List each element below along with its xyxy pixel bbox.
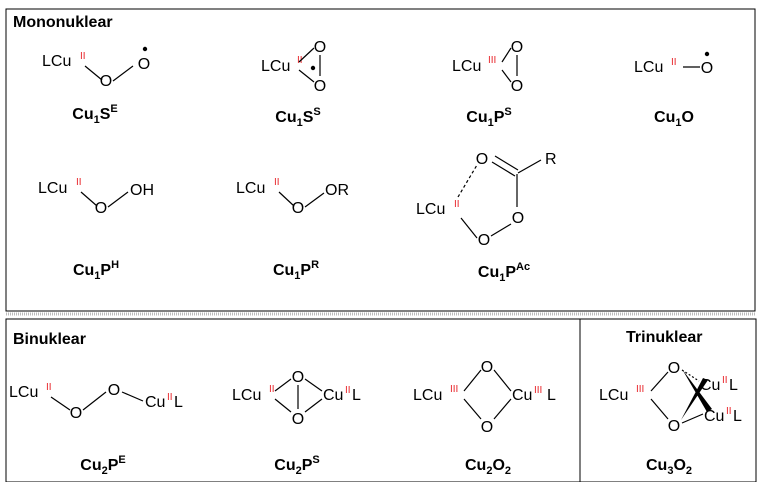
svg-text:O: O [481,419,493,436]
svg-text:O: O [668,360,680,377]
svg-text:O: O [481,359,493,376]
svg-text:LCu: LCu [236,180,265,197]
svg-text:LCu: LCu [634,59,663,76]
label-cu3o2: Cu3O2 [646,457,692,477]
svg-text:O: O [478,232,490,249]
label-cu1se: Cu1SE [72,103,117,126]
wedge-bond [681,378,708,420]
structure-cu1o: LCu II O [634,51,713,77]
svg-text:R: R [545,151,557,168]
mononuclear-panel [5,8,756,312]
svg-text:II: II [671,57,677,68]
svg-text:O: O [701,60,713,77]
svg-text:O: O [511,39,523,56]
svg-text:O: O [292,411,304,428]
structure-cu1pac: O R O O LCu II [416,151,557,249]
svg-text:O: O [314,78,326,95]
svg-text:LCu: LCu [452,58,481,75]
structure-cu1ps: LCu III O O [452,39,523,95]
svg-text:LCu: LCu [42,53,71,70]
svg-text:LCu: LCu [9,384,38,401]
svg-text:III: III [488,55,496,66]
label-cu1o: Cu1O [654,109,694,129]
label-cu1ps: Cu1PS [466,106,511,129]
label-cu2ps: Cu2PS [274,454,319,477]
svg-text:II: II [722,375,728,386]
svg-text:LCu: LCu [416,201,445,218]
svg-text:Cu: Cu [700,377,720,394]
svg-text:LCu: LCu [232,387,261,404]
svg-text:OR: OR [325,182,349,199]
binuclear-title: Binuklear [13,331,86,348]
radical-dot [704,51,710,57]
svg-text:O: O [511,78,523,95]
svg-text:O: O [108,382,120,399]
svg-text:L: L [733,408,742,425]
trinuclear-panel [579,318,757,482]
svg-text:L: L [547,387,556,404]
svg-text:III: III [450,384,458,395]
label-cu2pe: Cu2PE [80,454,125,477]
svg-text:Cu: Cu [145,394,165,411]
radical-dot [142,46,148,52]
svg-text:Cu: Cu [512,387,532,404]
label-cu1ph: Cu1PH [73,259,119,282]
svg-text:II: II [167,392,173,403]
svg-text:II: II [345,385,351,396]
svg-text:III: III [534,385,542,396]
svg-text:LCu: LCu [413,387,442,404]
wedge-bond [682,369,712,412]
structure-cu2ps: LCu II O O Cu II L [232,369,361,428]
structure-cu1ph: LCu II O OH [38,177,154,217]
svg-text:II: II [274,177,280,188]
svg-text:OH: OH [130,182,154,199]
structure-cu1ss: LCu II O O [261,39,326,95]
svg-text:O: O [292,200,304,217]
mononuclear-title: Mononuklear [13,14,113,31]
svg-text:O: O [70,405,82,422]
label-cu2o2: Cu2O2 [465,457,511,477]
svg-text:Cu: Cu [323,387,343,404]
svg-text:O: O [476,151,488,168]
radical-dot [310,65,316,71]
structure-cu1se: LCu II O O [42,46,150,90]
svg-text:LCu: LCu [599,387,628,404]
svg-text:L: L [729,377,738,394]
dashed-coordination-bond [457,164,478,198]
label-cu1ss: Cu1SS [275,106,320,129]
structure-cu2o2: LCu III O O Cu III L [413,359,556,436]
svg-text:LCu: LCu [38,180,67,197]
svg-text:II: II [46,382,52,393]
svg-text:O: O [100,73,112,90]
svg-text:O: O [314,39,326,56]
svg-text:L: L [352,387,361,404]
structure-cu3o2: LCu III O O Cu II L Cu II L [599,360,742,435]
svg-text:L: L [174,394,183,411]
svg-text:II: II [269,384,275,395]
structure-cu2pe: LCu II O O Cu II L [9,382,183,422]
svg-text:O: O [512,210,524,227]
structure-cu1pr: LCu II O OR [236,177,349,217]
svg-text:II: II [76,177,82,188]
svg-text:II: II [80,51,86,62]
trinuclear-title: Trinuklear [626,329,702,346]
svg-text:O: O [668,418,680,435]
svg-text:II: II [726,406,732,417]
svg-text:III: III [636,384,644,395]
label-cu1pr: Cu1PR [273,259,319,282]
svg-text:LCu: LCu [261,58,290,75]
svg-text:O: O [95,200,107,217]
svg-text:Cu: Cu [704,408,724,425]
svg-text:O: O [138,56,150,73]
svg-text:II: II [454,199,460,210]
svg-text:O: O [292,369,304,386]
label-cu1pac: Cu1PAc [478,261,530,284]
